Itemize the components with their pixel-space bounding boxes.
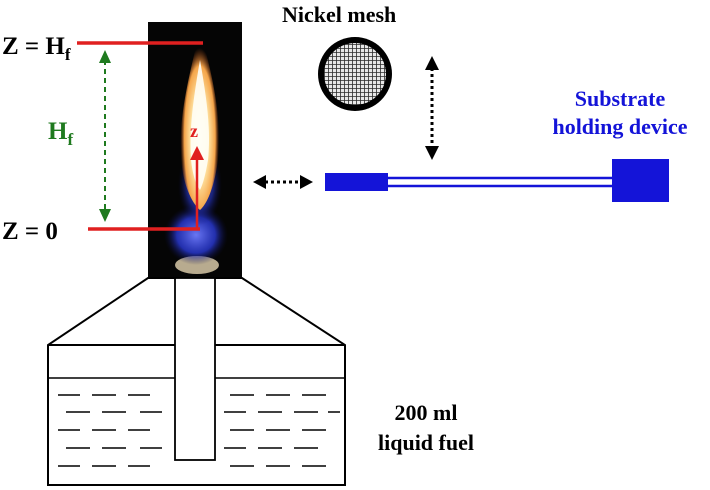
z-bottom-label: Z = 0 — [2, 218, 58, 245]
mesh-label: Nickel mesh — [282, 2, 396, 27]
substrate-holder-icon — [325, 159, 669, 202]
fuel-level-dashes — [58, 394, 340, 467]
substrate-label-line2: holding device — [552, 114, 687, 139]
z-axis-label: z — [190, 121, 198, 141]
flame-image — [148, 22, 242, 278]
nickel-mesh-icon — [318, 37, 392, 111]
substrate-label-line1: Substrate — [575, 86, 666, 111]
z-top-label: Z = Hf — [2, 33, 71, 64]
height-label: Hf — [48, 118, 73, 149]
fuel-label-line1: 200 ml — [395, 400, 458, 425]
burner-icon — [47, 277, 346, 486]
horizontal-move-arrow — [253, 175, 313, 189]
vertical-move-arrow — [425, 56, 439, 160]
height-arrow — [99, 50, 111, 222]
z-axis-arrow — [190, 146, 204, 229]
fuel-label-line2: liquid fuel — [378, 430, 474, 455]
wick-tube — [174, 277, 216, 461]
